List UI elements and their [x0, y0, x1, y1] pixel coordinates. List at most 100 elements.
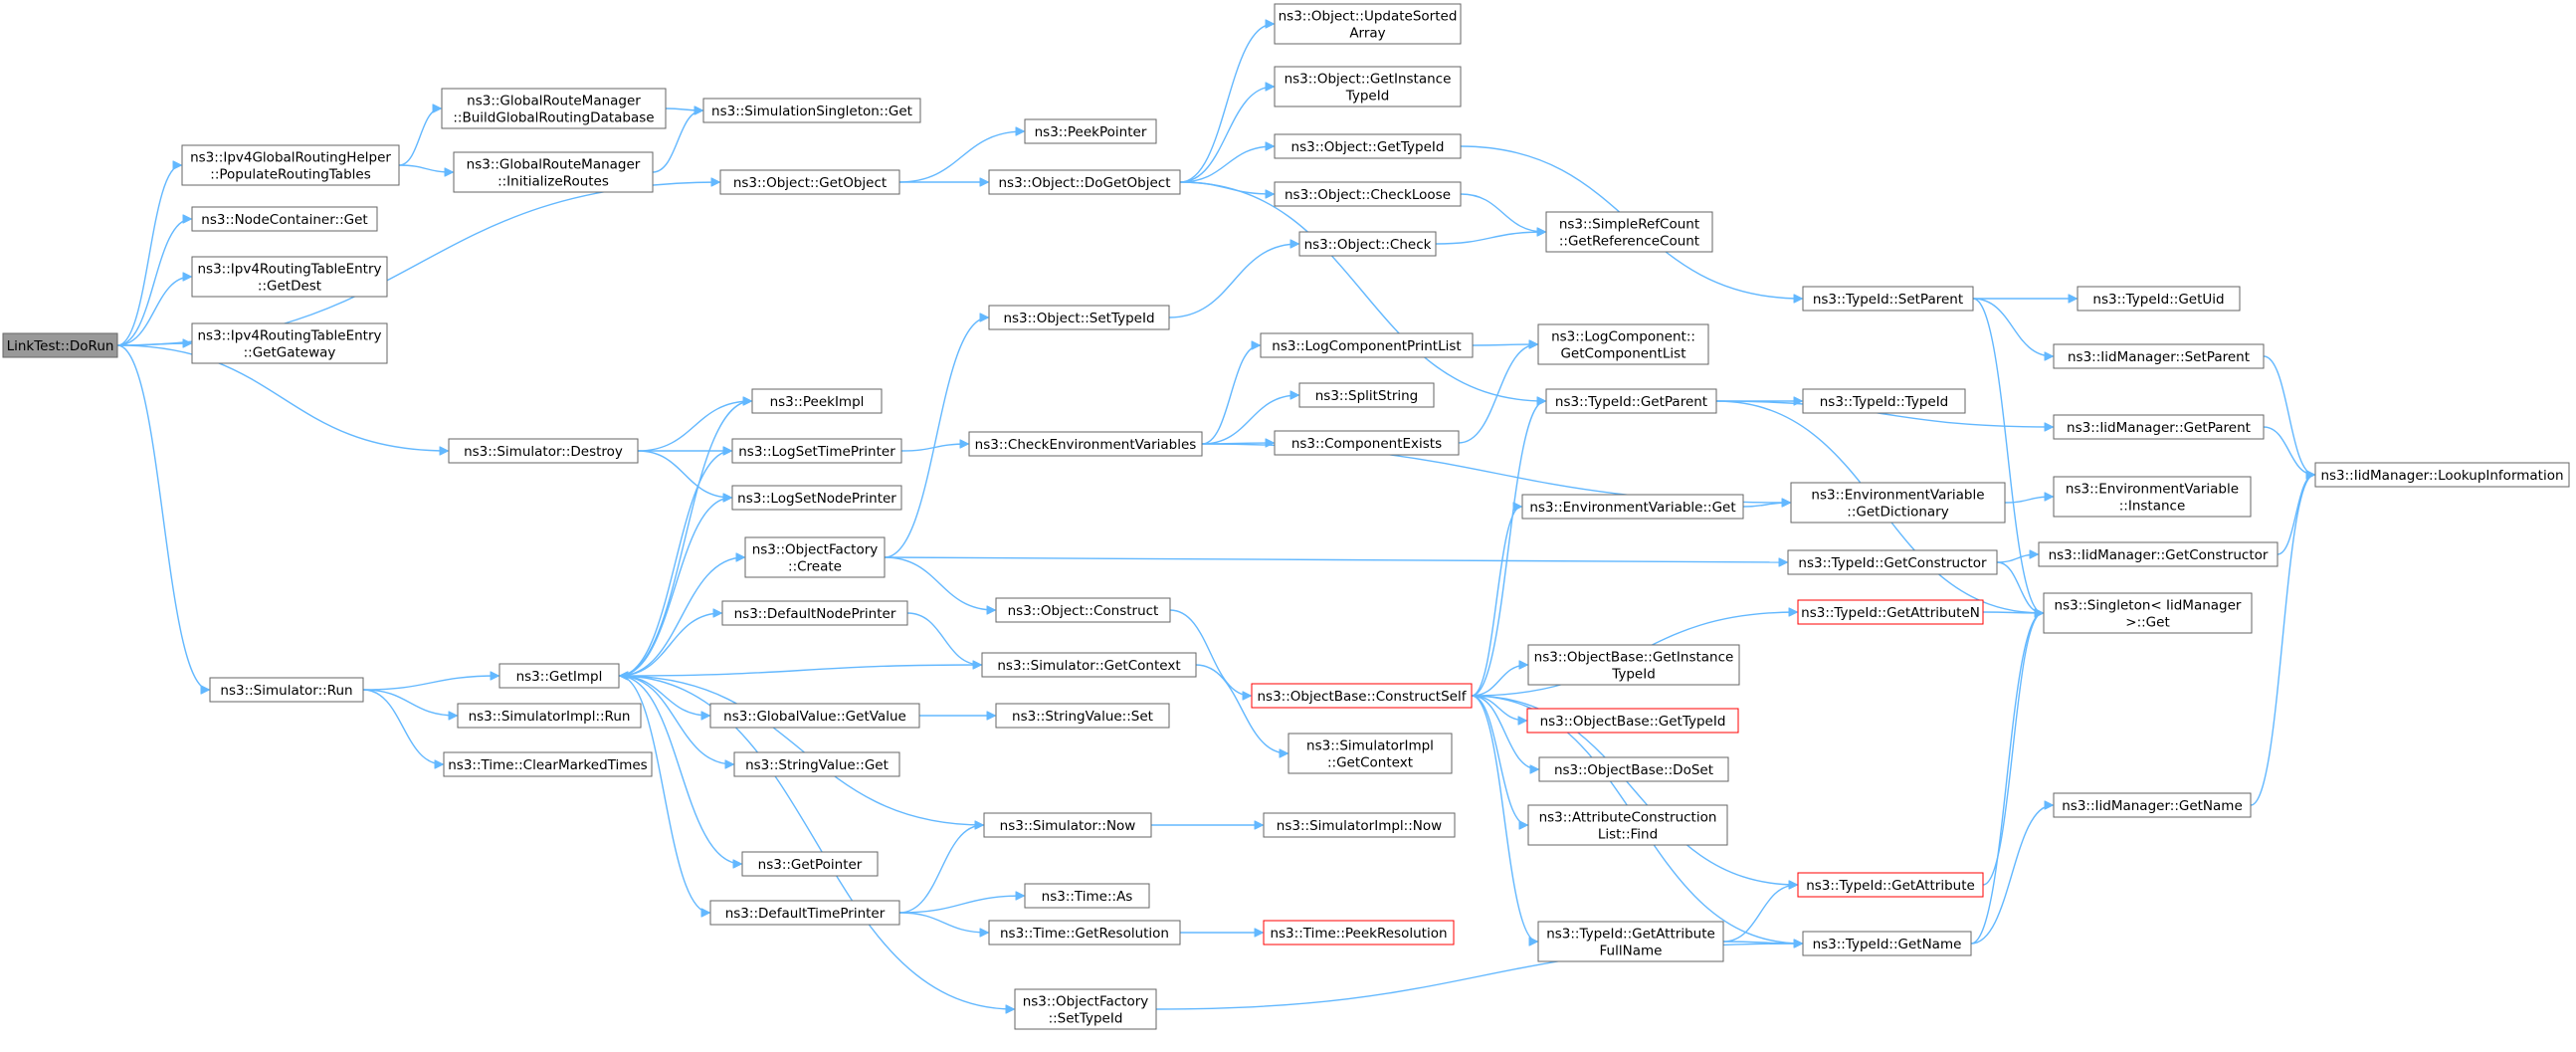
node-do-run[interactable]: LinkTest::DoRun [2, 332, 118, 358]
node-type-id-type-id[interactable]: ns3::TypeId::TypeId [1802, 388, 1966, 414]
node-sim-destroy[interactable]: ns3::Simulator::Destroy [448, 438, 639, 464]
node-do-get-object[interactable]: ns3::Object::DoGetObject [988, 169, 1181, 195]
node-populate[interactable]: ns3::Ipv4GlobalRoutingHelper::PopulateRo… [181, 144, 400, 186]
node-split-string[interactable]: ns3::SplitString [1298, 382, 1435, 408]
node-construct-self[interactable]: ns3::ObjectBase::ConstructSelf [1251, 683, 1473, 709]
node-type-id-set-parent[interactable]: ns3::TypeId::SetParent [1802, 286, 1974, 312]
node-get-attribute[interactable]: ns3::TypeId::GetAttribute [1797, 872, 1984, 898]
node-sim-get-context[interactable]: ns3::Simulator::GetContext [981, 652, 1197, 678]
node-default-time-printer[interactable]: ns3::DefaultTimePrinter [709, 900, 900, 926]
node-obj-factory-set-type-id[interactable]: ns3::ObjectFactory::SetTypeId [1014, 988, 1157, 1030]
node-label: ns3::LogComponentPrintList [1272, 338, 1461, 354]
node-label: ns3::IidManager::GetName [2062, 798, 2243, 814]
node-iid-set-parent[interactable]: ns3::IidManager::SetParent [2053, 343, 2265, 369]
node-label: ns3::SimulatorImpl::Now [1277, 818, 1442, 834]
node-get-dest[interactable]: ns3::Ipv4RoutingTableEntry::GetDest [191, 256, 388, 298]
node-box [1274, 3, 1462, 45]
node-label: ns3::GlobalRouteManager [467, 94, 641, 109]
node-string-value-set[interactable]: ns3::StringValue::Set [995, 703, 1170, 729]
edge-get-impl-to-obj-factory-create [618, 557, 744, 677]
node-lookup-info[interactable]: ns3::IidManager::LookupInformation [2314, 462, 2570, 488]
node-label: ns3::TypeId::GetParent [1555, 394, 1707, 410]
node-obj-check[interactable]: ns3::Object::Check [1298, 231, 1437, 257]
node-ob-get-type-id[interactable]: ns3::ObjectBase::GetTypeId [1526, 708, 1739, 734]
node-singleton-get[interactable]: ns3::Singleton< IidManager >::Get [2043, 592, 2253, 634]
edge-default-time-printer-to-get-resolution [898, 912, 988, 933]
edge-init-routes-to-sim-singleton [652, 110, 702, 173]
node-sim-run[interactable]: ns3::Simulator::Run [209, 677, 364, 703]
node-check-loose[interactable]: ns3::Object::CheckLoose [1274, 181, 1462, 207]
node-label: ns3::DefaultNodePrinter [734, 606, 896, 622]
node-label: ns3::ObjectBase::GetTypeId [1540, 714, 1726, 730]
node-label: ns3::Ipv4RoutingTableEntry [198, 328, 382, 344]
node-get-gateway[interactable]: ns3::Ipv4RoutingTableEntry::GetGateway [191, 322, 388, 364]
node-clear-marked[interactable]: ns3::Time::ClearMarkedTimes [443, 751, 653, 777]
edge-get-attr-full-name-to-get-attribute [1722, 885, 1797, 943]
node-node-container-get[interactable]: ns3::NodeContainer::Get [191, 206, 378, 232]
node-box [191, 256, 388, 298]
node-sim-singleton[interactable]: ns3::SimulationSingleton::Get [702, 98, 921, 123]
node-get-object[interactable]: ns3::Object::GetObject [719, 169, 900, 195]
node-box [733, 751, 900, 777]
node-obj-get-type-id[interactable]: ns3::Object::GetTypeId [1274, 133, 1462, 159]
node-box [1527, 644, 1740, 686]
node-label: ns3::NodeContainer::Get [201, 212, 367, 228]
node-label: ns3::Singleton< IidManager [2055, 598, 2242, 614]
node-box [209, 677, 364, 703]
node-iid-get-constructor[interactable]: ns3::IidManager::GetConstructor [2038, 541, 2279, 567]
node-label: >::Get [2125, 615, 2169, 631]
node-peek-impl[interactable]: ns3::PeekImpl [751, 388, 883, 414]
edge-do-get-object-to-obj-get-type-id [1179, 146, 1274, 183]
node-ob-do-set[interactable]: ns3::ObjectBase::DoSet [1538, 756, 1729, 782]
node-sim-impl-run[interactable]: ns3::SimulatorImpl::Run [457, 703, 642, 729]
edge-sim-destroy-to-peek-impl [637, 401, 751, 452]
node-obj-construct[interactable]: ns3::Object::Construct [995, 597, 1171, 623]
node-build-db[interactable]: ns3::GlobalRouteManager::BuildGlobalRout… [441, 88, 667, 129]
node-get-uid[interactable]: ns3::TypeId::GetUid [2077, 286, 2241, 312]
node-peek-resolution[interactable]: ns3::Time::PeekResolution [1263, 920, 1455, 946]
node-box [498, 663, 620, 689]
node-log-set-time[interactable]: ns3::LogSetTimePrinter [731, 438, 902, 464]
node-type-id-get-name[interactable]: ns3::TypeId::GetName [1802, 931, 1972, 956]
node-label: FullName [1600, 944, 1663, 959]
node-ref-count[interactable]: ns3::SimpleRefCount::GetReferenceCount [1545, 211, 1713, 253]
node-sim-now[interactable]: ns3::Simulator::Now [983, 812, 1152, 838]
node-get-component-list[interactable]: ns3::LogComponent::GetComponentList [1537, 323, 1709, 365]
node-iid-get-name[interactable]: ns3::IidManager::GetName [2053, 792, 2252, 818]
edge-sim-get-context-to-sim-impl-get-context [1195, 664, 1288, 753]
node-default-node-printer[interactable]: ns3::DefaultNodePrinter [721, 600, 908, 626]
node-iid-get-parent[interactable]: ns3::IidManager::GetParent [2053, 414, 2265, 440]
node-peek-pointer[interactable]: ns3::PeekPointer [1024, 118, 1157, 144]
node-env-instance[interactable]: ns3::EnvironmentVariable::Instance [2053, 476, 2252, 518]
node-log-print-list[interactable]: ns3::LogComponentPrintList [1260, 332, 1474, 358]
node-global-value-get[interactable]: ns3::GlobalValue::GetValue [709, 703, 920, 729]
node-type-id-get-parent[interactable]: ns3::TypeId::GetParent [1545, 388, 1717, 414]
edge-get-impl-to-get-pointer [618, 675, 741, 864]
node-get-pointer[interactable]: ns3::GetPointer [741, 851, 879, 877]
node-get-resolution[interactable]: ns3::Time::GetResolution [988, 920, 1181, 946]
node-time-as[interactable]: ns3::Time::As [1024, 883, 1150, 909]
node-init-routes[interactable]: ns3::GlobalRouteManager::InitializeRoute… [453, 151, 654, 193]
node-box [443, 751, 653, 777]
node-get-attribute-n[interactable]: ns3::TypeId::GetAttributeN [1797, 599, 1984, 625]
node-label: ::SetTypeId [1049, 1011, 1123, 1027]
edge-obj-factory-create-to-set-type-id-obj [884, 317, 988, 558]
node-sim-impl-get-context[interactable]: ns3::SimulatorImpl::GetContext [1288, 733, 1453, 774]
node-obj-factory-create[interactable]: ns3::ObjectFactory::Create [744, 536, 886, 578]
node-box [1527, 804, 1728, 846]
node-sim-impl-now[interactable]: ns3::SimulatorImpl::Now [1263, 812, 1456, 838]
node-log-set-node[interactable]: ns3::LogSetNodePrinter [731, 485, 902, 511]
node-set-type-id-obj[interactable]: ns3::Object::SetTypeId [988, 305, 1170, 330]
node-env-var-get[interactable]: ns3::EnvironmentVariable::Get [1521, 494, 1744, 520]
node-get-constructor[interactable]: ns3::TypeId::GetConstructor [1787, 549, 1998, 575]
node-component-exists[interactable]: ns3::ComponentExists [1274, 430, 1460, 456]
node-get-impl[interactable]: ns3::GetImpl [498, 663, 620, 689]
node-check-env[interactable]: ns3::CheckEnvironmentVariables [968, 431, 1203, 457]
node-string-value-get[interactable]: ns3::StringValue::Get [733, 751, 900, 777]
node-env-get-dict[interactable]: ns3::EnvironmentVariable::GetDictionary [1790, 482, 2006, 524]
